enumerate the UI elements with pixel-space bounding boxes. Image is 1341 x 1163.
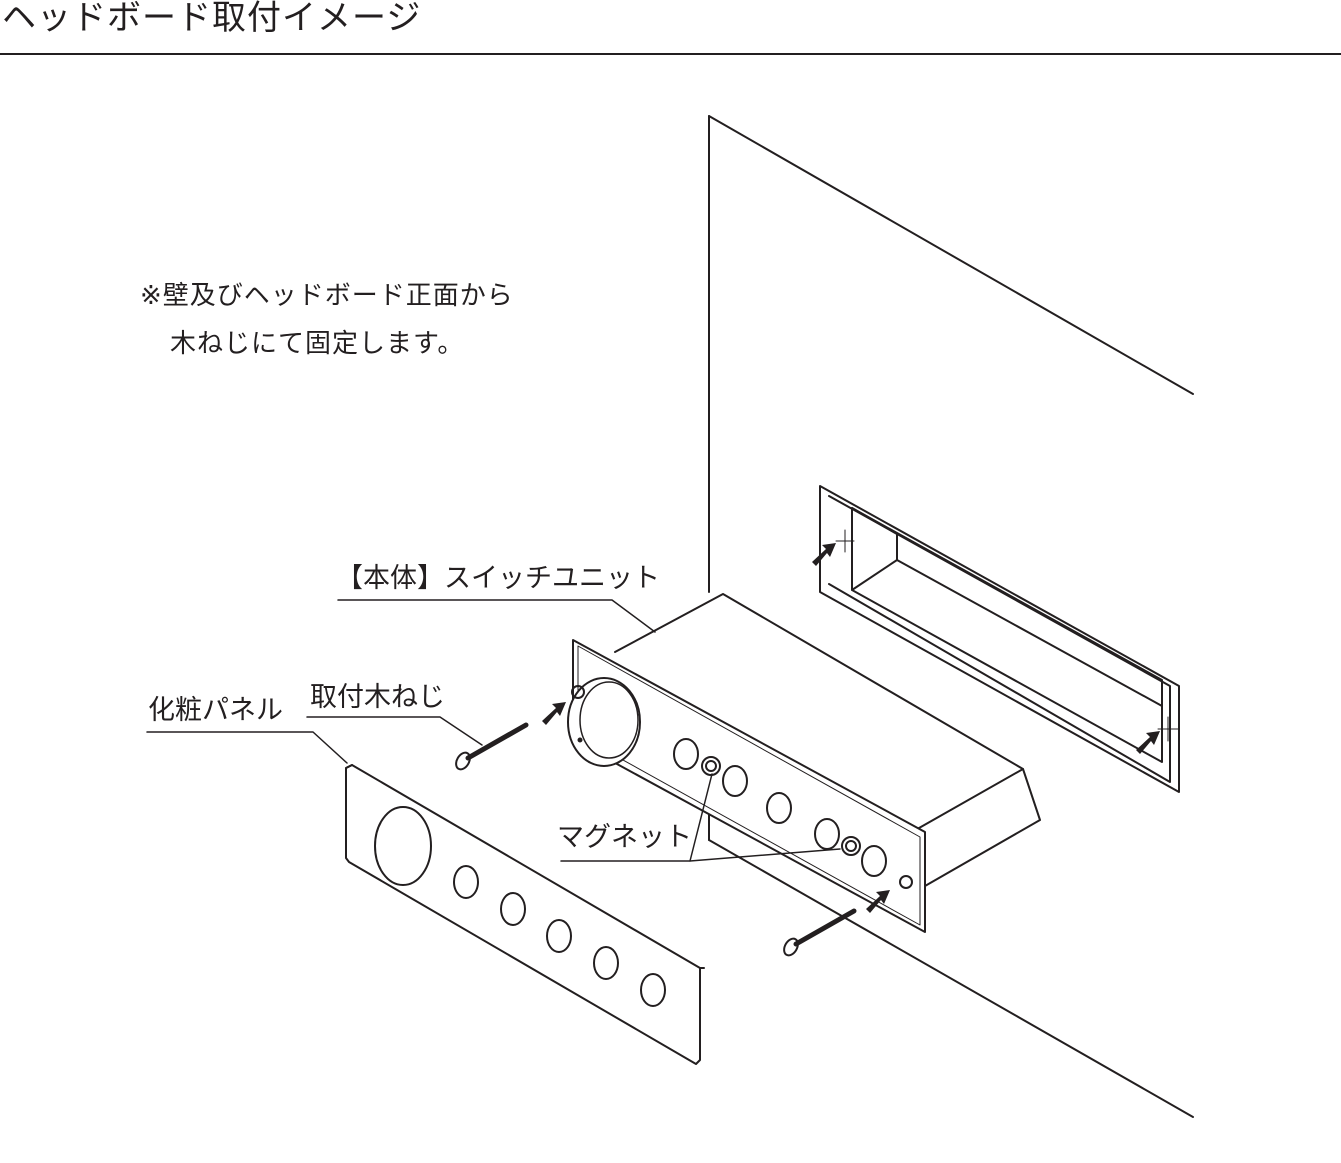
- label-mounting-screw: 取付木ねじ: [310, 682, 445, 713]
- mounting-screws: [455, 722, 857, 957]
- title-divider: [0, 53, 1341, 55]
- mounting-note: ※壁及びヘッドボード正面から 木ねじにて固定します。: [140, 272, 514, 368]
- page-title: ヘッドボード取付イメージ: [2, 0, 422, 38]
- label-decorative-panel: 化粧パネル: [148, 695, 283, 726]
- leader-lines: [146, 599, 841, 862]
- note-line-1: ※壁及びヘッドボード正面から: [140, 281, 514, 311]
- label-magnet: マグネット: [557, 822, 692, 853]
- decorative-panel: [345, 764, 705, 1065]
- note-line-2: 木ねじにて固定します。: [170, 329, 465, 359]
- label-main-unit: 【本体】スイッチユニット: [336, 563, 660, 594]
- headboard-wall: [708, 115, 1194, 1118]
- wall-recess: [819, 485, 1180, 793]
- direction-arrows: [542, 543, 1160, 913]
- switch-unit-body: [567, 593, 1041, 933]
